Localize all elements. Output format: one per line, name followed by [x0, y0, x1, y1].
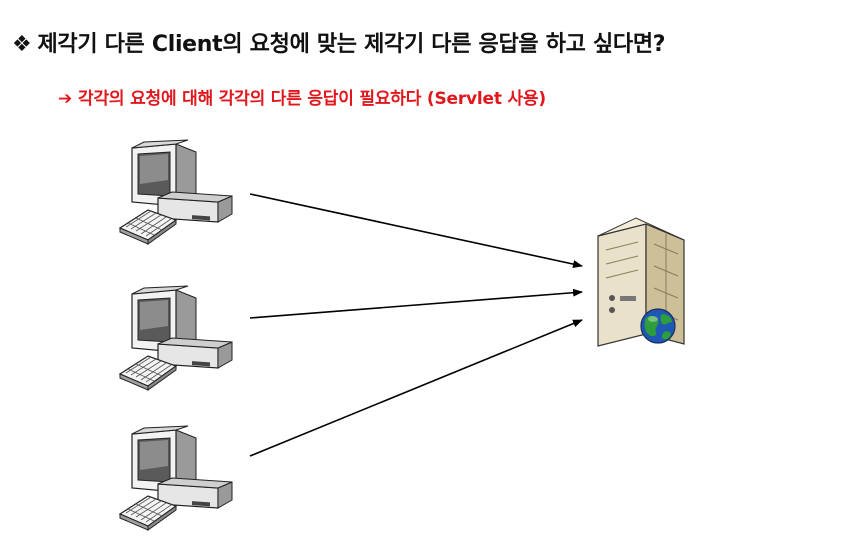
desktop-computer-icon [119, 425, 233, 531]
diamond-bullet-icon: ❖ [12, 32, 32, 57]
globe-icon [640, 308, 676, 344]
desktop-computer-icon [119, 139, 233, 245]
arrow-right-icon: ➔ [58, 89, 73, 109]
subtitle-text: 각각의 요청에 대해 각각의 다른 응답이 필요하다 (Servlet 사용) [78, 89, 546, 109]
connector-arrow-top [249, 193, 583, 269]
connector-arrow-bottom [249, 319, 583, 457]
subtitle: ➔각각의 요청에 대해 각각의 다른 응답이 필요하다 (Servlet 사용) [58, 84, 546, 109]
headline-text: 제각기 다른 Client의 요청에 맞는 제각기 다른 응답을 하고 싶다면? [37, 32, 666, 57]
page-title: ❖제각기 다른 Client의 요청에 맞는 제각기 다른 응답을 하고 싶다면… [12, 26, 666, 58]
desktop-computer-icon [119, 285, 233, 391]
connector-arrow-middle [249, 288, 583, 319]
